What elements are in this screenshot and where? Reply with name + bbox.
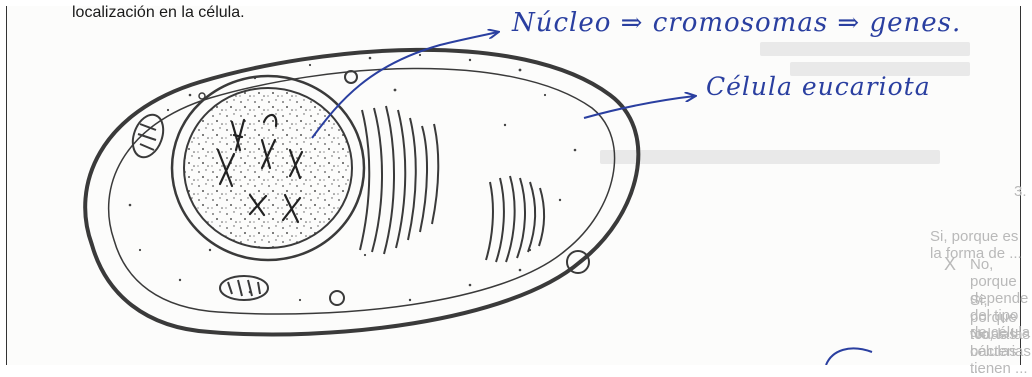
worksheet-scan: 3. X Si, porque es la forma de ... No, p… (0, 0, 1032, 365)
cell-drawing (0, 0, 1032, 365)
vesicle (345, 71, 357, 83)
vesicle (330, 291, 344, 305)
cell-arrow (584, 96, 695, 118)
mitochondrion (127, 111, 168, 162)
nucleus-arrow (312, 32, 498, 138)
vesicle (199, 93, 205, 99)
mitochondrion (220, 276, 268, 300)
label-nucleus: Núcleo ⇒ cromosomas ⇒ genes. (512, 8, 961, 38)
nuclear-envelope-inner (184, 88, 352, 248)
golgi-apparatus (486, 176, 544, 262)
label-cell: Célula eucariota (706, 72, 931, 101)
partial-circle (826, 348, 872, 365)
endoplasmic-reticulum (360, 106, 438, 254)
